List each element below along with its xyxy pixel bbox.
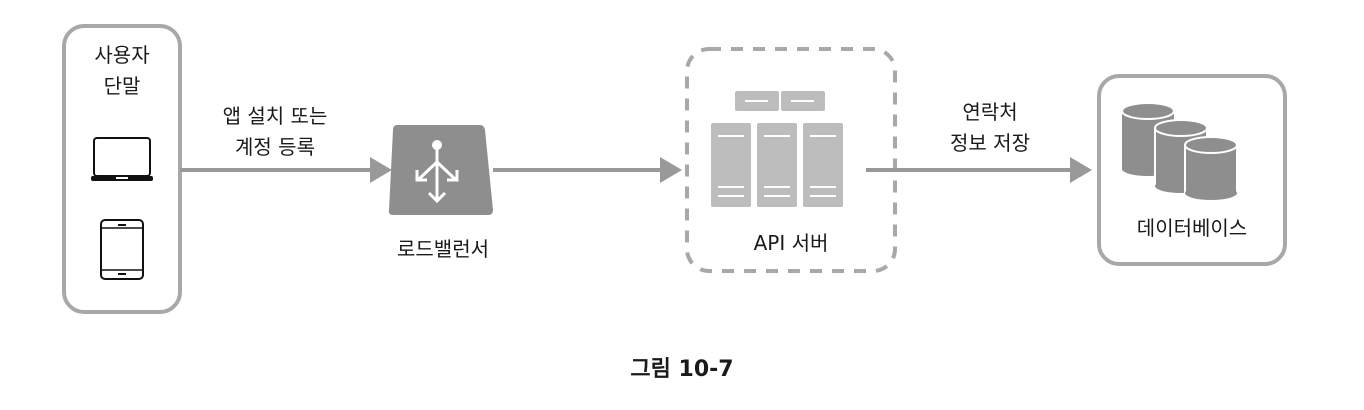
api-server-box xyxy=(685,47,897,273)
load-balancer-label: 로드밸런서 xyxy=(397,237,489,261)
edge-label-line2: 계정 등록 xyxy=(235,135,315,159)
edge-label-line1: 연락처 xyxy=(962,100,1018,124)
arrow-lb-to-api xyxy=(493,157,682,183)
edge-label-line2: 정보 저장 xyxy=(950,131,1030,155)
figure-caption: 그림 10-7 xyxy=(630,357,734,382)
tablet-icon xyxy=(100,219,144,280)
user-label-line2: 단말 xyxy=(103,74,141,98)
database-icon xyxy=(1121,102,1238,200)
user-label-line1: 사용자 xyxy=(94,43,150,67)
edge-label-line1: 앱 설치 또는 xyxy=(222,104,328,128)
load-balancer-icon xyxy=(388,125,493,215)
arrow-api-to-db xyxy=(866,157,1092,183)
edge-label-api-to-db: 연락처 정보 저장 xyxy=(950,97,1030,159)
user-device-label: 사용자 단말 xyxy=(94,40,149,102)
edge-label-user-to-lb: 앱 설치 또는 계정 등록 xyxy=(223,101,328,163)
server-rack-icon xyxy=(711,91,843,207)
arrow-user-to-lb xyxy=(180,157,392,183)
database-label: 데이터베이스 xyxy=(1136,216,1248,240)
api-server-label: API 서버 xyxy=(753,231,829,255)
database-box xyxy=(1097,74,1287,266)
laptop-icon xyxy=(91,137,153,181)
